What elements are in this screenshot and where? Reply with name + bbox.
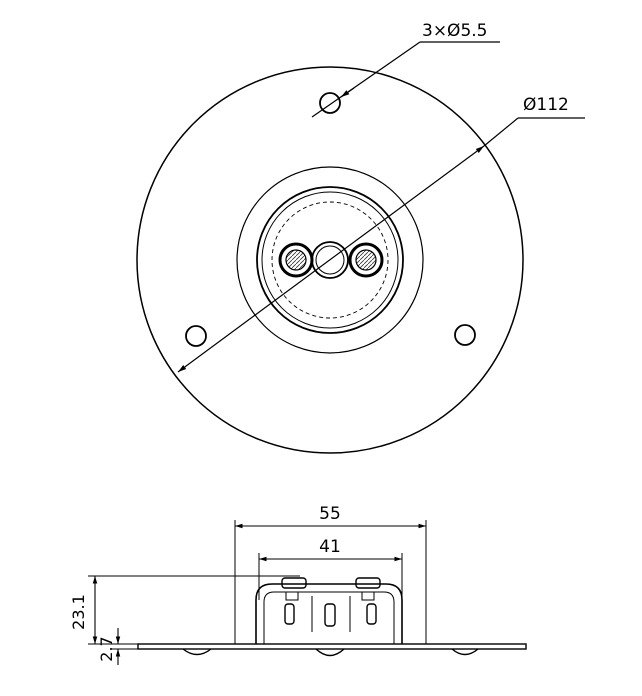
outer-plate-circle [136,66,524,454]
dim-41-text: 41 [319,537,341,557]
terminal-right-cap [355,577,381,589]
terminal-center-body [324,603,336,627]
hole-callout-arrow [340,87,355,98]
dim-55-text: 55 [319,504,341,524]
dim-2-7-text: 2.7 [97,636,116,661]
housing-inner-outline [263,591,395,644]
diameter-leader [483,117,519,147]
hole-callout-leader [311,41,421,118]
mounting-hole-right [454,324,476,346]
terminal-right-inner [355,249,377,271]
terminal-right-body [366,603,377,625]
foot-center [315,648,345,657]
foot-left [182,648,212,656]
terminal-left-body [284,603,295,625]
side-view: 55 41 23.1 2.7 [69,504,527,665]
mounting-hole-left [185,325,207,347]
base-plate [137,643,527,650]
top-view: 3×Ø5.5 Ø112 [136,21,585,454]
diameter-callout-text: Ø112 [523,95,569,115]
terminal-right-slot [361,591,375,601]
housing-outline [255,583,403,644]
hole-callout-text: 3×Ø5.5 [422,21,487,41]
terminal-left-slot [285,591,299,601]
terminal-left-inner [285,249,307,271]
mounting-hole-top [319,92,341,114]
dim-23-1-text: 23.1 [69,594,88,630]
diameter-dimension-line [177,145,485,373]
foot-right [451,648,479,656]
terminal-left-cap [281,577,307,589]
